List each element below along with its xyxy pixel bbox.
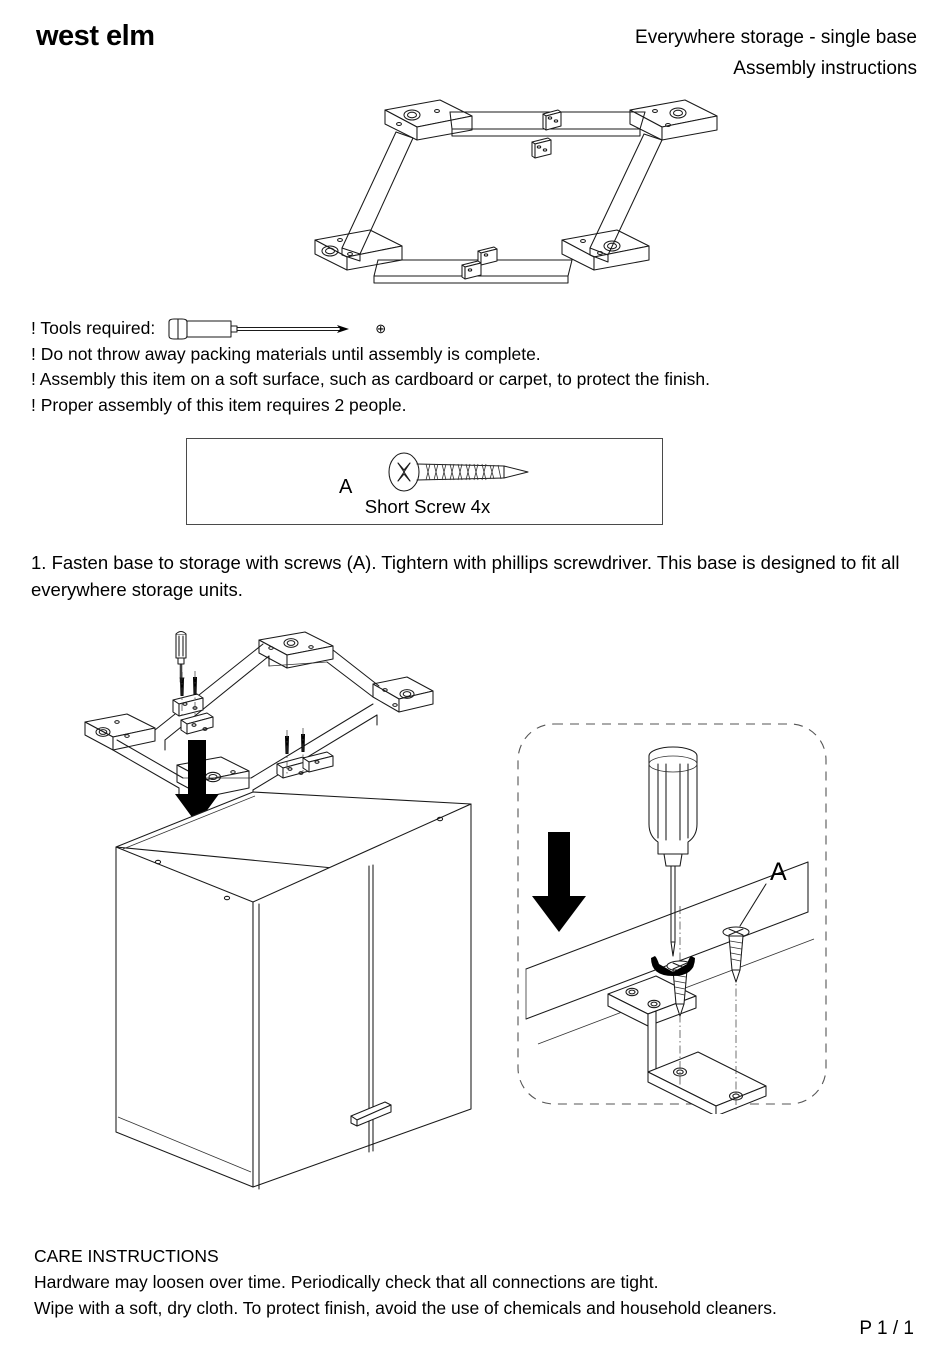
header-titles: Everywhere storage - single base Assembl… xyxy=(635,22,917,84)
tools-required-label: ! Tools required: xyxy=(31,318,156,338)
page-number: P 1 / 1 xyxy=(859,1318,914,1339)
parts-list-box: A Short Screw 4x xyxy=(186,438,663,525)
corner-block-rear-left xyxy=(384,99,473,141)
warning-line: ! Do not throw away packing materials un… xyxy=(31,343,541,364)
callout-leader xyxy=(739,883,767,927)
warnings-block: ! Tools required: ⊕ ! Do not throw away … xyxy=(31,316,710,418)
step-1-text: 1. Fasten base to storage with screws (A… xyxy=(31,552,900,600)
l-bracket-detail xyxy=(607,975,767,1114)
l-bracket-front xyxy=(477,246,498,266)
care-line: Hardware may loosen over time. Periodica… xyxy=(34,1272,659,1292)
brand-logo: west elm xyxy=(36,20,155,52)
phillips-screwdriver-icon xyxy=(165,317,365,341)
storage-cabinet xyxy=(115,791,472,1190)
frame-corner-rear-right xyxy=(258,631,334,669)
callout-label-a: A xyxy=(770,858,787,886)
part-caption: Short Screw 4x xyxy=(364,496,491,517)
warning-line: ! Proper assembly of this item requires … xyxy=(31,394,407,415)
screw-detail-callout: A xyxy=(508,714,838,1114)
l-bracket-rear-lower xyxy=(531,137,552,159)
phillips-head-symbol: ⊕ xyxy=(375,321,387,336)
screw-right-detail xyxy=(722,926,750,983)
care-instructions-block: CARE INSTRUCTIONS Hardware may loosen ov… xyxy=(34,1243,777,1321)
callout-border xyxy=(517,723,827,1105)
corner-block-rear-right xyxy=(629,99,718,141)
tools-required-line: ! Tools required: ⊕ xyxy=(31,316,710,342)
rotation-arrow-icon xyxy=(651,956,695,976)
screwdriver-icon xyxy=(648,746,698,957)
care-line: Wipe with a soft, dry cloth. To protect … xyxy=(34,1298,777,1318)
l-bracket-rear xyxy=(542,109,562,131)
care-heading: CARE INSTRUCTIONS xyxy=(34,1246,219,1266)
frame-l-bracket-left xyxy=(172,693,214,735)
base-onto-cabinet-figure xyxy=(55,612,475,1192)
assembly-direction-arrow xyxy=(175,740,219,824)
screws-right xyxy=(285,728,305,774)
l-bracket-front-lower xyxy=(461,260,482,280)
document-type: Assembly instructions xyxy=(733,58,917,79)
corner-block-front-right xyxy=(561,229,650,271)
frame-corner-front xyxy=(176,756,250,798)
frame-corner-right xyxy=(372,676,434,713)
screw-left-detail xyxy=(666,960,694,1017)
frame-l-bracket-right xyxy=(276,751,334,779)
corner-block-front-left xyxy=(314,229,403,271)
screw-icon xyxy=(386,449,532,495)
product-title: Everywhere storage - single base xyxy=(635,27,917,48)
detail-direction-arrow xyxy=(532,832,586,932)
base-frame-exploded-figure xyxy=(300,88,720,298)
rail-left xyxy=(341,131,414,262)
rail-right xyxy=(589,133,663,263)
part-letter: A xyxy=(339,476,353,498)
frame-corner-left xyxy=(84,713,156,751)
warning-line: ! Assembly this item on a soft surface, … xyxy=(31,369,710,389)
screwdriver-small-icon xyxy=(175,630,187,683)
